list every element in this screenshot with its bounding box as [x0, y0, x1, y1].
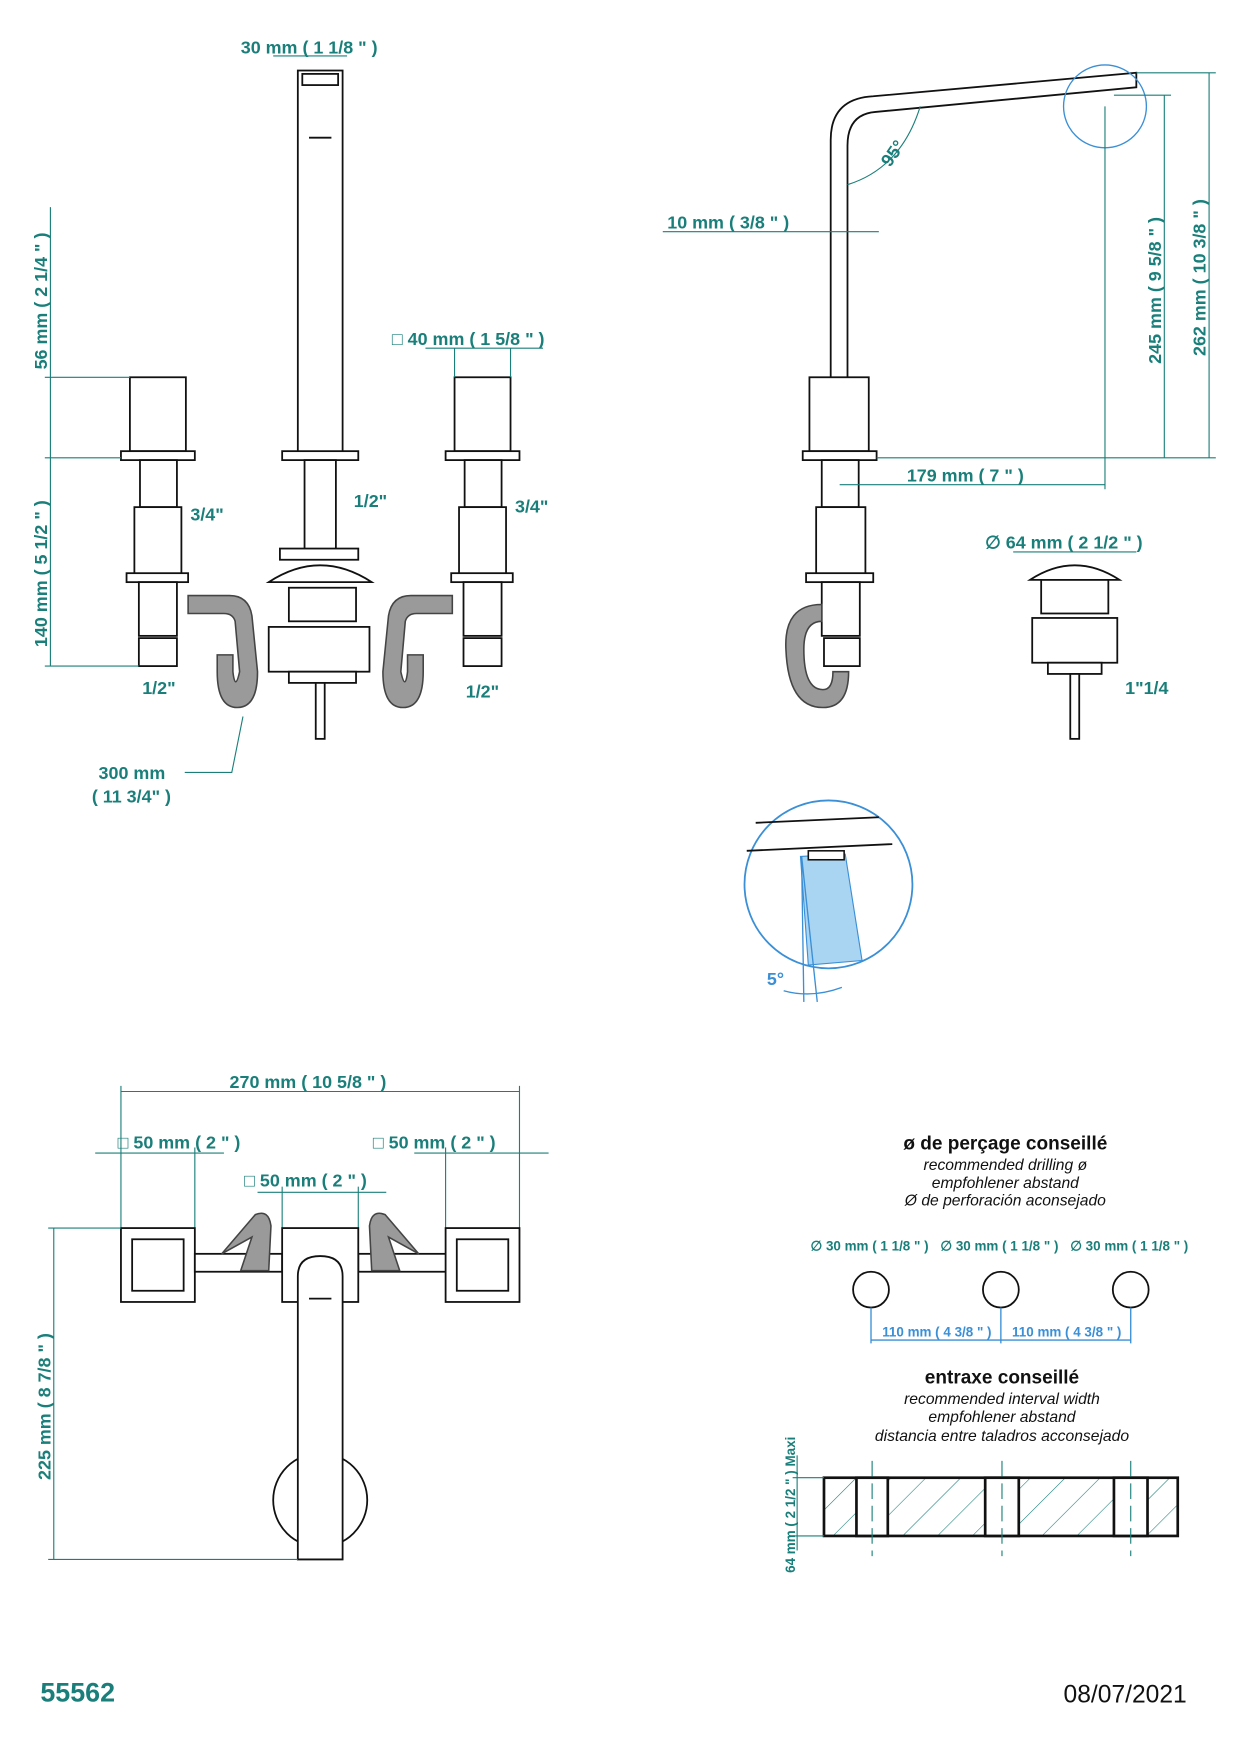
dim-hose-length-in: ( 11 3/4" ): [92, 787, 171, 807]
drilling-recommendation: ø de perçage conseillé recommended drill…: [811, 1134, 1188, 1344]
dim-total-height: 262 mm ( 10 3/8 " ): [1190, 199, 1210, 356]
drilling-line-de: empfohlener abstand: [932, 1175, 1080, 1192]
drill-hole: [852, 1270, 890, 1309]
dim-handle-square: □ 40 mm ( 1 5/8 " ): [392, 329, 545, 349]
left-valve: [120, 376, 196, 667]
drawing-date: 08/07/2021: [1064, 1682, 1187, 1709]
dim-left-square: □ 50 mm ( 2 " ): [118, 1133, 241, 1153]
hole-label: ∅ 30 mm ( 1 1/8 " ): [1070, 1238, 1188, 1253]
dim-drain-diameter: ∅ 64 mm ( 2 1/2 " ): [985, 533, 1142, 553]
dim-detail-angle: 5°: [767, 969, 784, 989]
drain-dome: [265, 564, 375, 584]
thread-right-upper: 3/4": [515, 497, 548, 517]
dim-depth: 225 mm ( 8 7/8 " ): [34, 1333, 54, 1480]
spout-side: [829, 71, 1138, 378]
drill-hole: [1111, 1270, 1150, 1309]
hole-label: ∅ 30 mm ( 1 1/8 " ): [940, 1238, 1058, 1253]
side-view: 95° 10 mm ( 3/8 " ) 245 mm ( 9 5/8 " ) 2…: [662, 64, 1216, 1003]
dim-total-width: 270 mm ( 10 5/8 " ): [230, 1072, 387, 1092]
thread-center: 1/2": [354, 491, 387, 511]
dim-countertop-thickness: 64 mm ( 2 1/2 " ): [783, 1470, 798, 1573]
right-valve: [444, 376, 521, 667]
top-view: 270 mm ( 10 5/8 " ) □ 50 mm ( 2 " ) □ 50…: [34, 1072, 549, 1561]
interval-title: entraxe conseillé: [925, 1368, 1079, 1389]
hose-left: [187, 594, 259, 709]
dim-center-square: □ 50 mm ( 2 " ): [244, 1171, 367, 1191]
drilling-line-en: recommended drilling ø: [924, 1157, 1088, 1174]
outlet-detail: 5°: [743, 799, 914, 1003]
spout: [296, 69, 344, 455]
dim-hose-length: 300 mm: [99, 763, 166, 783]
thread-right-lower: 1/2": [466, 681, 499, 701]
drain-thread: 1"1/4: [1125, 678, 1168, 698]
interval-line-en: recommended interval width: [904, 1391, 1100, 1408]
drilling-title: ø de perçage conseillé: [903, 1134, 1107, 1155]
drill-hole: [982, 1270, 1020, 1309]
hose-right: [382, 594, 454, 709]
dim-spout-reach: 179 mm ( 7 " ): [907, 465, 1024, 485]
drain-side: [1026, 564, 1123, 740]
dim-body-height: 140 mm ( 5 1/2 " ): [31, 500, 51, 647]
dim-spout-width: 30 mm ( 1 1/8 " ): [241, 38, 378, 58]
product-code: 55562: [40, 1678, 115, 1708]
hose-side: [785, 603, 850, 709]
max-label: Maxi: [783, 1437, 798, 1467]
thread-left-lower: 1/2": [142, 678, 175, 698]
spout-top: [296, 1255, 344, 1561]
front-view: 30 mm ( 1 1/8 " ) 56 mm ( 2 1/4 " ) 140 …: [31, 38, 548, 807]
dim-wall-thickness: 10 mm ( 3/8 " ): [667, 212, 789, 232]
spacing-label: 110 mm ( 4 3/8 " ): [882, 1325, 991, 1340]
spacing-label: 110 mm ( 4 3/8 " ): [1012, 1325, 1121, 1340]
thread-left-upper: 3/4": [190, 505, 223, 525]
dim-right-square: □ 50 mm ( 2 " ): [373, 1133, 496, 1153]
interval-recommendation: entraxe conseillé recommended interval w…: [783, 1368, 1180, 1573]
drilling-line-es: Ø de perforación aconsejado: [904, 1193, 1106, 1210]
interval-line-de: empfohlener abstand: [928, 1409, 1076, 1426]
dim-outlet-height: 245 mm ( 9 5/8 " ): [1145, 217, 1165, 364]
interval-line-es: distancia entre taladros acconsejado: [875, 1428, 1129, 1445]
hole-label: ∅ 30 mm ( 1 1/8 " ): [811, 1238, 929, 1253]
right-handle-top: [444, 1227, 521, 1303]
dim-handle-height: 56 mm ( 2 1/4 " ): [31, 233, 51, 370]
